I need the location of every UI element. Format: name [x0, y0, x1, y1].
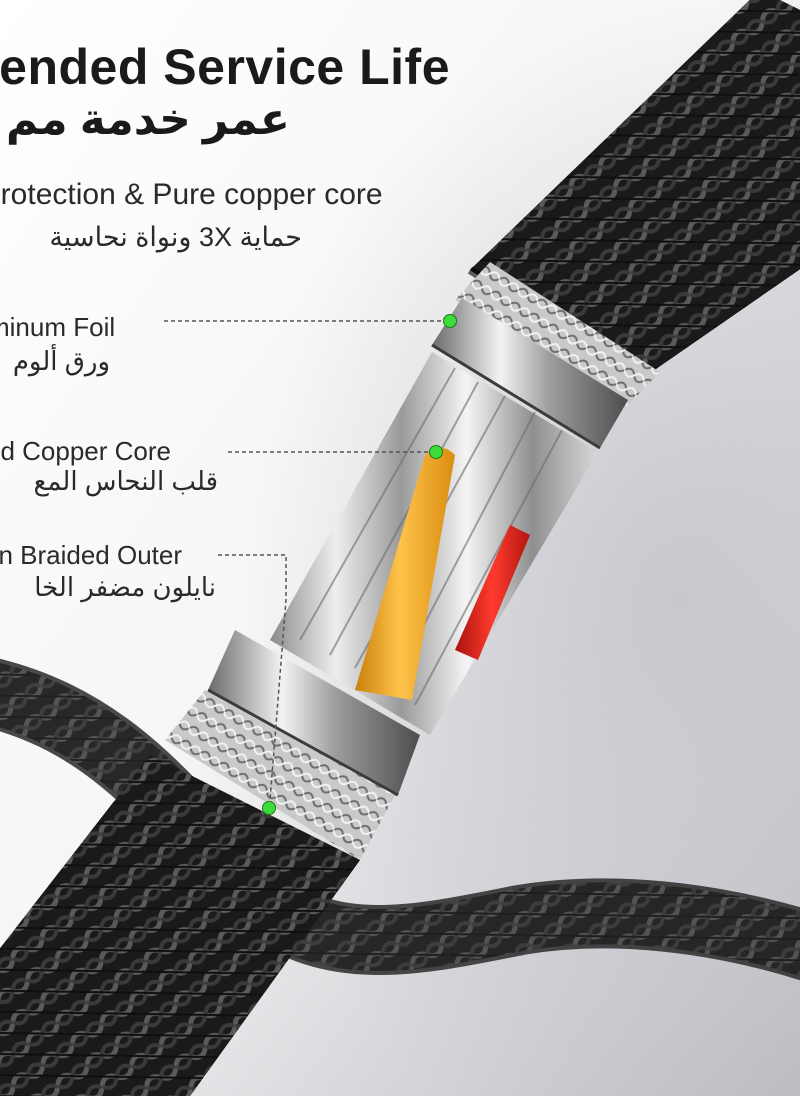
copper-core-label-ar: قلب النحاس المع	[33, 466, 218, 496]
heading-title-en: tended Service Life	[0, 39, 450, 95]
foil-label-ar: ورق ألوم	[12, 346, 110, 376]
foil-label-en: minum Foil	[0, 312, 116, 342]
heading-title-ar: عمر خدمة مم	[5, 95, 290, 144]
protection-label-en: protection & Pure copper core	[0, 178, 383, 211]
callout-dots	[262, 314, 457, 815]
protection-label-ar: حماية 3X ونواة نحاسية	[49, 222, 302, 252]
core-dot	[429, 445, 443, 459]
lower-cable	[0, 755, 360, 1096]
braided-outer-label-ar: نايلون مضفر الخا	[34, 572, 216, 602]
foil-dot	[443, 314, 457, 328]
braided-outer-label-en: on Braided Outer	[0, 540, 183, 570]
copper-core-label-en: ed Copper Core	[0, 436, 171, 466]
outer-dot	[262, 801, 276, 815]
